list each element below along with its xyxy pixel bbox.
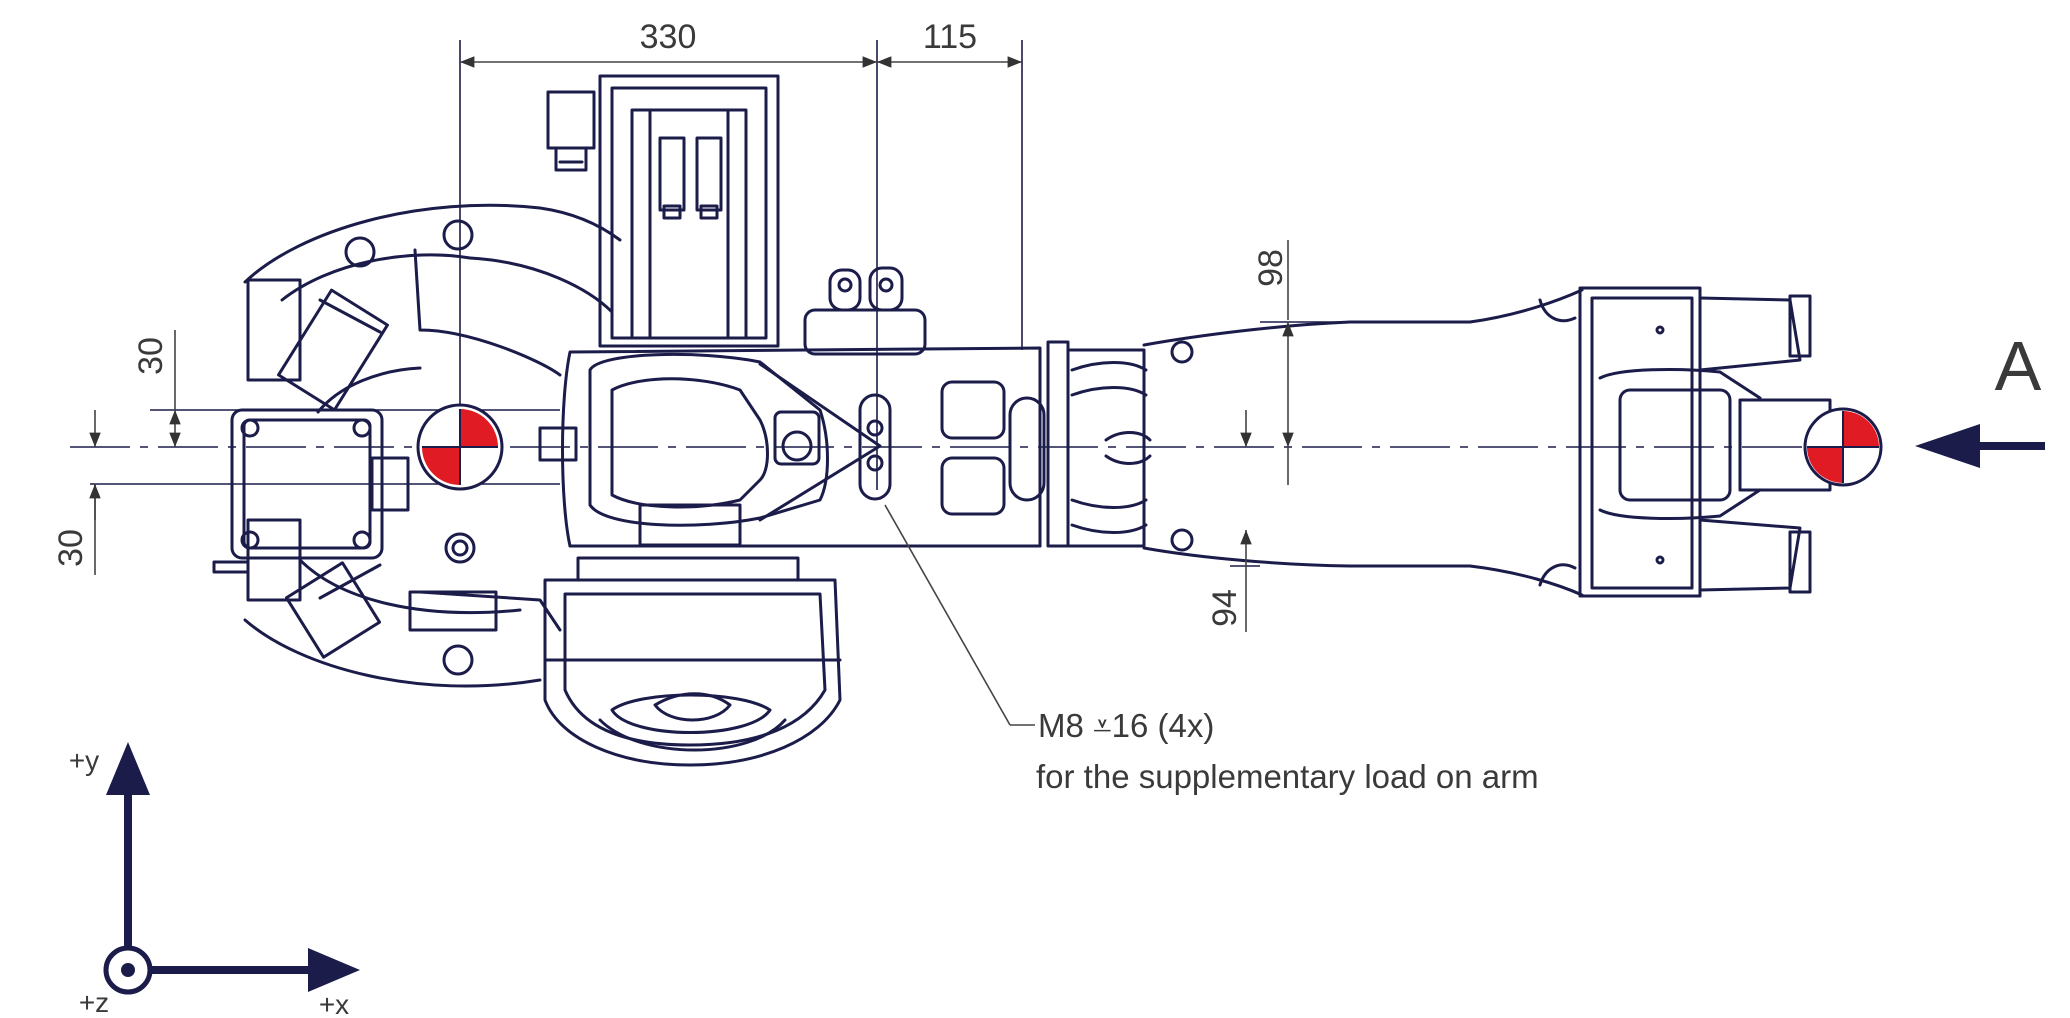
arrow-left-icon <box>1915 424 2045 468</box>
coordinate-axes <box>103 742 360 995</box>
reference-lines <box>70 40 1860 567</box>
dimension-30-lower: 30 <box>52 529 90 567</box>
axis-motor-top <box>546 74 780 348</box>
dimension-94: 94 <box>1206 589 1244 627</box>
arrow-up-icon <box>106 742 150 795</box>
forearm <box>1142 288 1584 597</box>
dot-circle-icon <box>103 945 153 995</box>
wrist-head <box>1578 286 1832 598</box>
rotating-column <box>543 556 842 767</box>
dimension-330: 330 <box>640 18 697 56</box>
dimension-30-upper: 30 <box>132 337 170 375</box>
annotation-thread-spec: M8 ⩡16 (4x) <box>1038 707 1214 744</box>
view-label: A <box>1995 327 2042 405</box>
cog-marker-base <box>416 403 504 491</box>
axis-label-y: +y <box>69 745 99 776</box>
axis-label-x: +x <box>319 989 349 1018</box>
robot-body <box>212 74 1832 767</box>
dimension-lines <box>89 56 1294 726</box>
axis-label-z: +z <box>79 987 109 1018</box>
elbow-joint <box>1046 340 1152 548</box>
annotation-purpose: for the supplementary load on arm <box>1036 758 1539 795</box>
arrow-right-icon <box>308 948 360 992</box>
upper-arm <box>538 266 1046 548</box>
cog-marker-wrist <box>1803 407 1883 487</box>
dimension-98: 98 <box>1252 249 1290 287</box>
dimension-115: 115 <box>923 18 977 56</box>
